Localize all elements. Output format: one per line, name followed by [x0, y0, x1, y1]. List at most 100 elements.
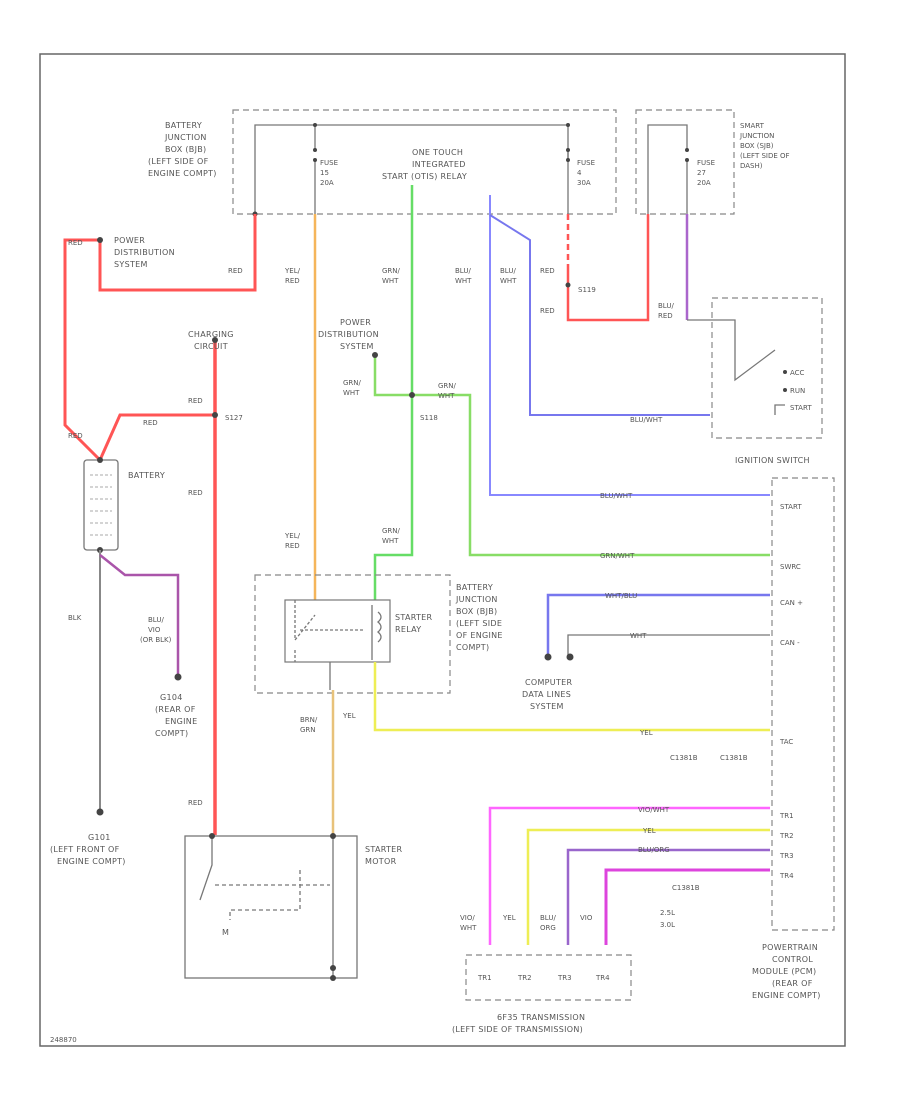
power-dist-2-node: [372, 352, 378, 358]
battery-label: BATTERY: [128, 471, 165, 480]
can-minus-node: [566, 653, 574, 661]
wire-blk: BLK: [68, 614, 82, 622]
wire-wht-blu: WHT/BLU: [605, 592, 637, 600]
wire-yel-2: YEL: [639, 729, 653, 737]
wire-red-2: RED: [68, 239, 83, 247]
tr4-wire: [604, 868, 770, 945]
wire-blu-vio: BLU/ VIO (OR BLK): [140, 616, 172, 644]
wire-blu-wht-2: BLU/ WHT: [500, 267, 518, 285]
blu-vio-wire: [99, 554, 180, 675]
wire-red-6: RED: [188, 489, 203, 497]
pcm-label: POWERTRAIN CONTROL MODULE (PCM) (REAR OF…: [752, 943, 821, 1000]
fuse-4-node: [566, 148, 570, 152]
wire-grn-wht-2: GRN/ WHT: [343, 379, 363, 397]
footer-code: 248870: [50, 1036, 77, 1044]
g101-ground-icon: [96, 808, 104, 816]
power-dist-2-label: POWER DISTRIBUTION SYSTEM: [318, 318, 382, 351]
wire-vio-wht-long: VIO/WHT: [638, 806, 670, 814]
ignition-switch-contact: [710, 319, 776, 382]
bjb-node-b: [566, 123, 570, 127]
starter-motor-icon: [184, 835, 358, 979]
wire-red-4: RED: [143, 419, 158, 427]
starter-motor-terminal-a: [209, 833, 215, 839]
power-dist-1-node: [97, 237, 103, 243]
wire-yel-red-2: YEL/ RED: [284, 532, 302, 550]
trs-outline: [465, 954, 632, 1001]
wire-grn-wht-3: GRN/ WHT: [438, 382, 458, 400]
ign-run-contact: [783, 388, 787, 392]
fuse-15-label: FUSE 15 20A: [320, 159, 340, 187]
ignition-switch-outline: [711, 297, 823, 439]
motor-m-symbol: M: [222, 928, 229, 937]
can-minus-wire: [567, 634, 770, 655]
can-plus-wire: [546, 593, 770, 655]
starter-motor-terminal-b: [330, 833, 336, 839]
starter-motor-linkage: [215, 870, 330, 920]
pcm-outline: [771, 477, 835, 931]
wire-blu-org: BLU/ ORG: [540, 914, 558, 932]
fuse-27-icon: [647, 124, 688, 214]
wire-grn-wht-long: GRN/WHT: [600, 552, 635, 560]
wire-grn-wht-1: GRN/ WHT: [382, 267, 402, 285]
fuse-15-node: [313, 148, 317, 152]
wire-blu-wht-long-2: BLU/WHT: [630, 416, 663, 424]
s119-splice: [565, 282, 571, 288]
wire-red-3: RED: [68, 432, 83, 440]
trs-label: 6F35 TRANSMISSION (LEFT SIDE OF TRANSMIS…: [452, 1013, 588, 1034]
power-dist-1-label: POWER DISTRIBUTION SYSTEM: [114, 236, 178, 269]
tr1-wire: [488, 806, 770, 945]
g104-label: G104 (REAR OF ENGINE COMPT): [155, 693, 200, 738]
splice-labels: S127 S118 S119 C1381B C1381B C1381B: [225, 286, 750, 892]
fuse-15-node-b: [313, 158, 317, 162]
yel-wire-tac: [373, 662, 770, 732]
wire-yel-red-1: YEL/ RED: [284, 267, 302, 285]
wire-grn-wht-4: GRN/ WHT: [382, 527, 402, 545]
g101-label: G101 (LEFT FRONT OF ENGINE COMPT): [50, 833, 126, 866]
blu-wht-wire-start: [489, 195, 770, 496]
computer-data-label: COMPUTER DATA LINES SYSTEM: [522, 678, 575, 711]
engine-variant-labels: 2.5L 3.0L: [660, 909, 677, 929]
wire-yel-3: YEL: [642, 827, 656, 835]
fuse-4-label: FUSE 4 30A: [577, 159, 597, 187]
grn-wht-wire: [373, 185, 414, 600]
wire-blu-wht-1: BLU/ WHT: [455, 267, 473, 285]
wire-red-5: RED: [188, 397, 203, 405]
can-plus-node: [544, 653, 552, 661]
battery-positive: [97, 457, 103, 463]
charging-node: [212, 337, 218, 343]
charging-circuit-label: CHARGING CIRCUIT: [188, 330, 237, 351]
wire-red-7: RED: [188, 799, 203, 807]
fuse-4-node-b: [566, 158, 570, 162]
starter-relay-label: STARTER RELAY: [395, 613, 435, 634]
wire-yel-4: YEL: [502, 914, 516, 922]
s118-splice: [409, 392, 415, 398]
wire-red-9: RED: [540, 307, 555, 315]
diagram-frame: [39, 53, 846, 1047]
starter-relay-bjb-label: BATTERY JUNCTION BOX (BJB) (LEFT SIDE OF…: [455, 583, 506, 652]
bjb-node-a: [313, 123, 317, 127]
tr2-wire: [526, 828, 770, 945]
s127-splice: [212, 412, 218, 418]
wire-blu-org-long: BLU/ORG: [638, 846, 670, 854]
battery-cells: [90, 474, 112, 536]
wire-yel-1: YEL: [342, 712, 356, 720]
wire-red-1: RED: [228, 267, 243, 275]
trs-pins: TR1 TR2 TR3 TR4: [477, 974, 610, 982]
starter-relay-box-outline: [254, 574, 451, 694]
pcm-pins: START SWRC CAN + CAN - TAC TR1 TR2 TR3 T…: [779, 503, 805, 880]
starter-motor-terminal-c: [330, 965, 336, 971]
g104-ground-icon: [174, 673, 182, 681]
wire-brn-grn: BRN/ GRN: [300, 716, 320, 734]
wire-blu-red: BLU/ RED: [658, 302, 676, 320]
wire-wht: WHT: [630, 632, 647, 640]
tr3-wire: [566, 848, 770, 945]
fuse-27-node: [685, 148, 689, 152]
wire-blu-wht-long-1: BLU/WHT: [600, 492, 633, 500]
starter-motor-switch: [199, 836, 213, 901]
ignition-positions: ACC RUN START: [790, 369, 812, 412]
label-layer: BATTERY JUNCTION BOX (BJB) (LEFT SIDE OF…: [50, 121, 821, 1044]
starter-relay-icon: [284, 599, 391, 663]
relay-coil-icon: [376, 611, 382, 643]
fuse-27-node-b: [685, 158, 689, 162]
